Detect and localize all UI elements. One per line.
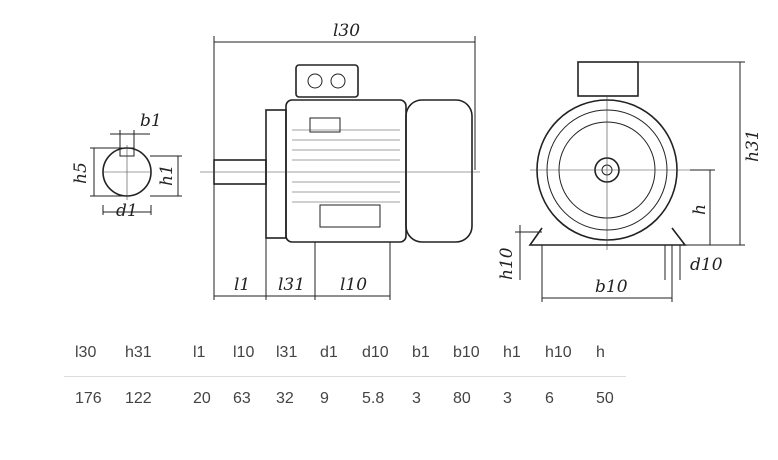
value-l10: 63 (233, 390, 251, 407)
label-b1: b1 (140, 111, 162, 131)
label-l30: l30 (333, 21, 360, 41)
header-h1: h1 (503, 344, 521, 361)
motor-side-view: l30 l1 l31 l10 (200, 21, 480, 300)
header-l10: l10 (233, 344, 255, 361)
header-d10: d10 (362, 344, 389, 361)
header-d1: d1 (320, 344, 338, 361)
header-h31: h31 (125, 344, 152, 361)
motor-drawing: b1 h5 h1 d1 l30 l1 l31 l10 (71, 21, 763, 302)
motor-front-view: h31 h h10 d10 b10 (497, 61, 763, 302)
header-h10: h10 (545, 344, 572, 361)
header-l31: l31 (276, 344, 298, 361)
label-h1: h1 (157, 164, 177, 186)
shaft-section-view: b1 h5 h1 d1 (71, 111, 182, 221)
label-l1: l1 (234, 275, 250, 295)
value-b10: 80 (453, 390, 471, 407)
value-b1: 3 (412, 390, 421, 407)
label-d10: d10 (690, 255, 723, 275)
table-divider (64, 376, 626, 377)
label-h5: h5 (71, 162, 91, 184)
label-b10: b10 (595, 277, 628, 297)
header-b10: b10 (453, 344, 480, 361)
label-h31: h31 (743, 129, 763, 162)
label-h10: h10 (497, 247, 517, 280)
header-l30: l30 (75, 344, 97, 361)
label-h: h (690, 204, 710, 215)
value-h: 50 (596, 390, 614, 407)
value-h31: 122 (125, 390, 152, 407)
label-l31: l31 (278, 275, 305, 295)
value-d10: 5.8 (362, 390, 385, 407)
header-h: h (596, 344, 605, 361)
value-d1: 9 (320, 390, 329, 407)
header-b1: b1 (412, 344, 430, 361)
label-l10: l10 (340, 275, 367, 295)
header-l1: l1 (193, 344, 206, 361)
label-d1: d1 (116, 201, 138, 221)
value-h10: 6 (545, 390, 554, 407)
value-h1: 3 (503, 390, 512, 407)
value-l1: 20 (193, 390, 211, 407)
value-l31: 32 (276, 390, 294, 407)
value-l30: 176 (75, 390, 102, 407)
